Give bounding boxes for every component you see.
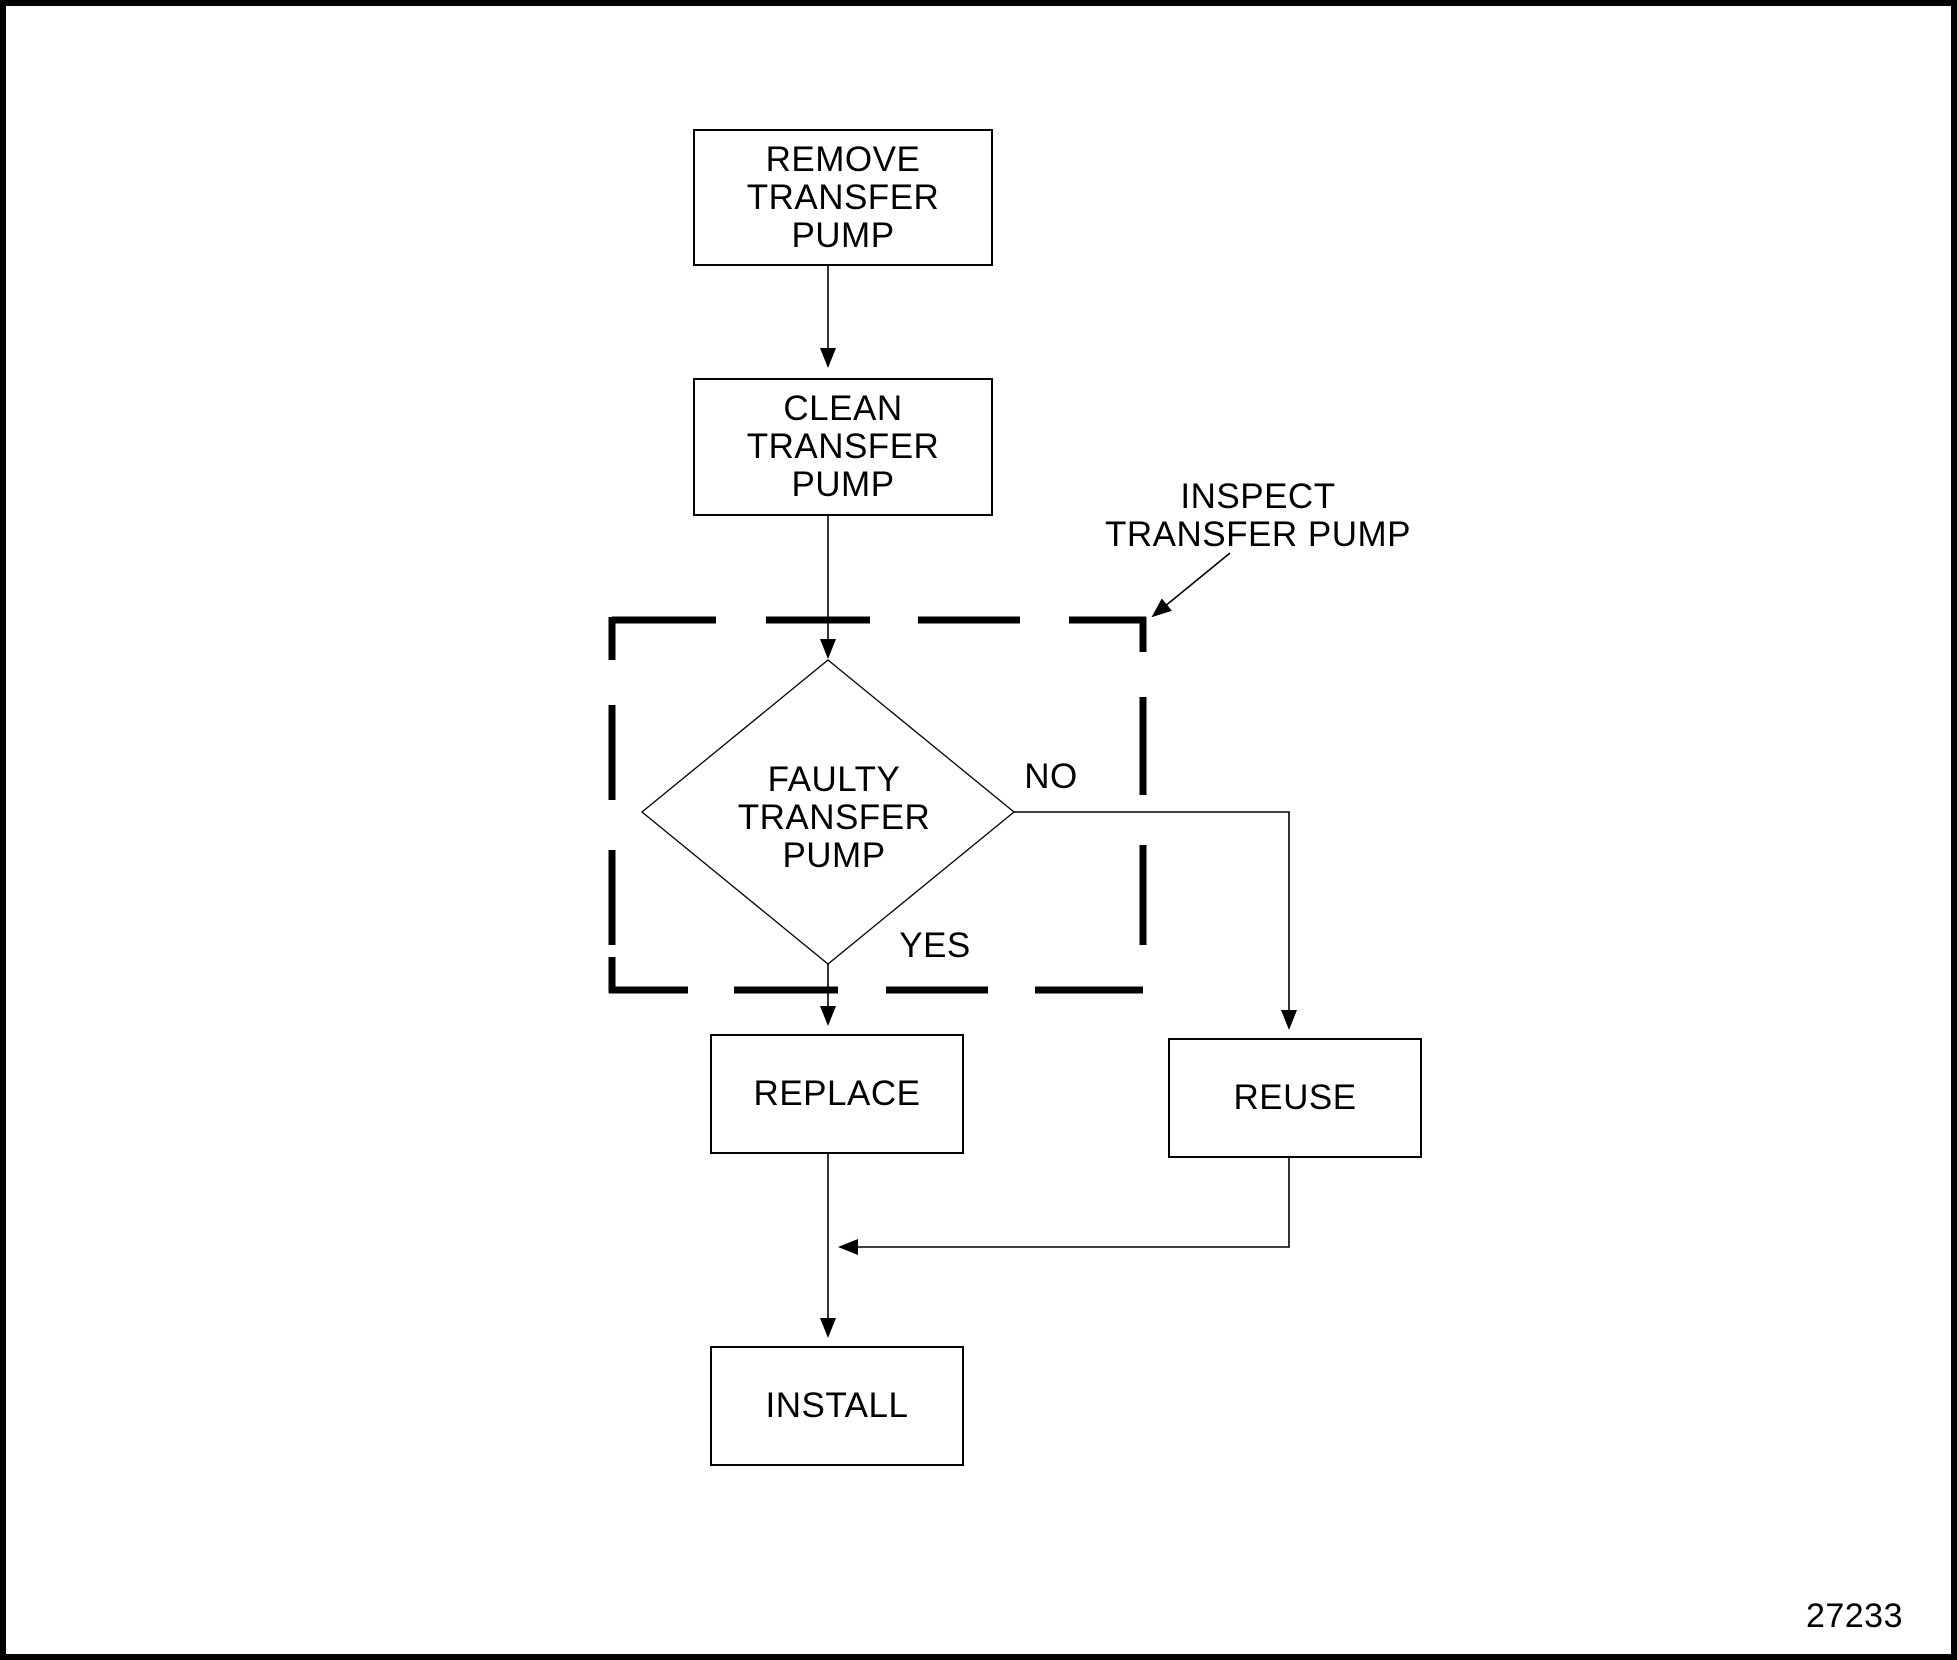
arrow-no-branch-to-reuse	[1014, 811, 1297, 1030]
decision-diamond-label: FAULTY TRANSFER PUMP	[737, 760, 931, 875]
remove-step-label: REMOVE TRANSFER PUMP	[746, 139, 940, 255]
install-step-label: INSTALL	[765, 1386, 909, 1425]
arrow-reuse-merge	[838, 1152, 1290, 1255]
clean-step-label: CLEAN TRANSFER PUMP	[746, 389, 940, 504]
no-branch-label: NO	[1024, 757, 1078, 796]
remove-step-box: REMOVE TRANSFER PUMP	[693, 129, 993, 266]
yes-branch-label: YES	[899, 926, 971, 965]
replace-step-label: REPLACE	[753, 1074, 921, 1113]
clean-step-box: CLEAN TRANSFER PUMP	[693, 378, 993, 516]
inspect-region-dashed-box	[608, 616, 1147, 994]
inspect-label-leader-arrow	[1151, 552, 1231, 618]
reuse-step-label: REUSE	[1233, 1078, 1357, 1117]
inspect-region-label: INSPECT TRANSFER PUMP	[1105, 477, 1411, 554]
install-step-box: INSTALL	[710, 1346, 964, 1466]
figure-number: 27233	[1805, 1597, 1903, 1635]
reuse-step-box: REUSE	[1168, 1038, 1422, 1158]
replace-step-box: REPLACE	[710, 1034, 964, 1154]
